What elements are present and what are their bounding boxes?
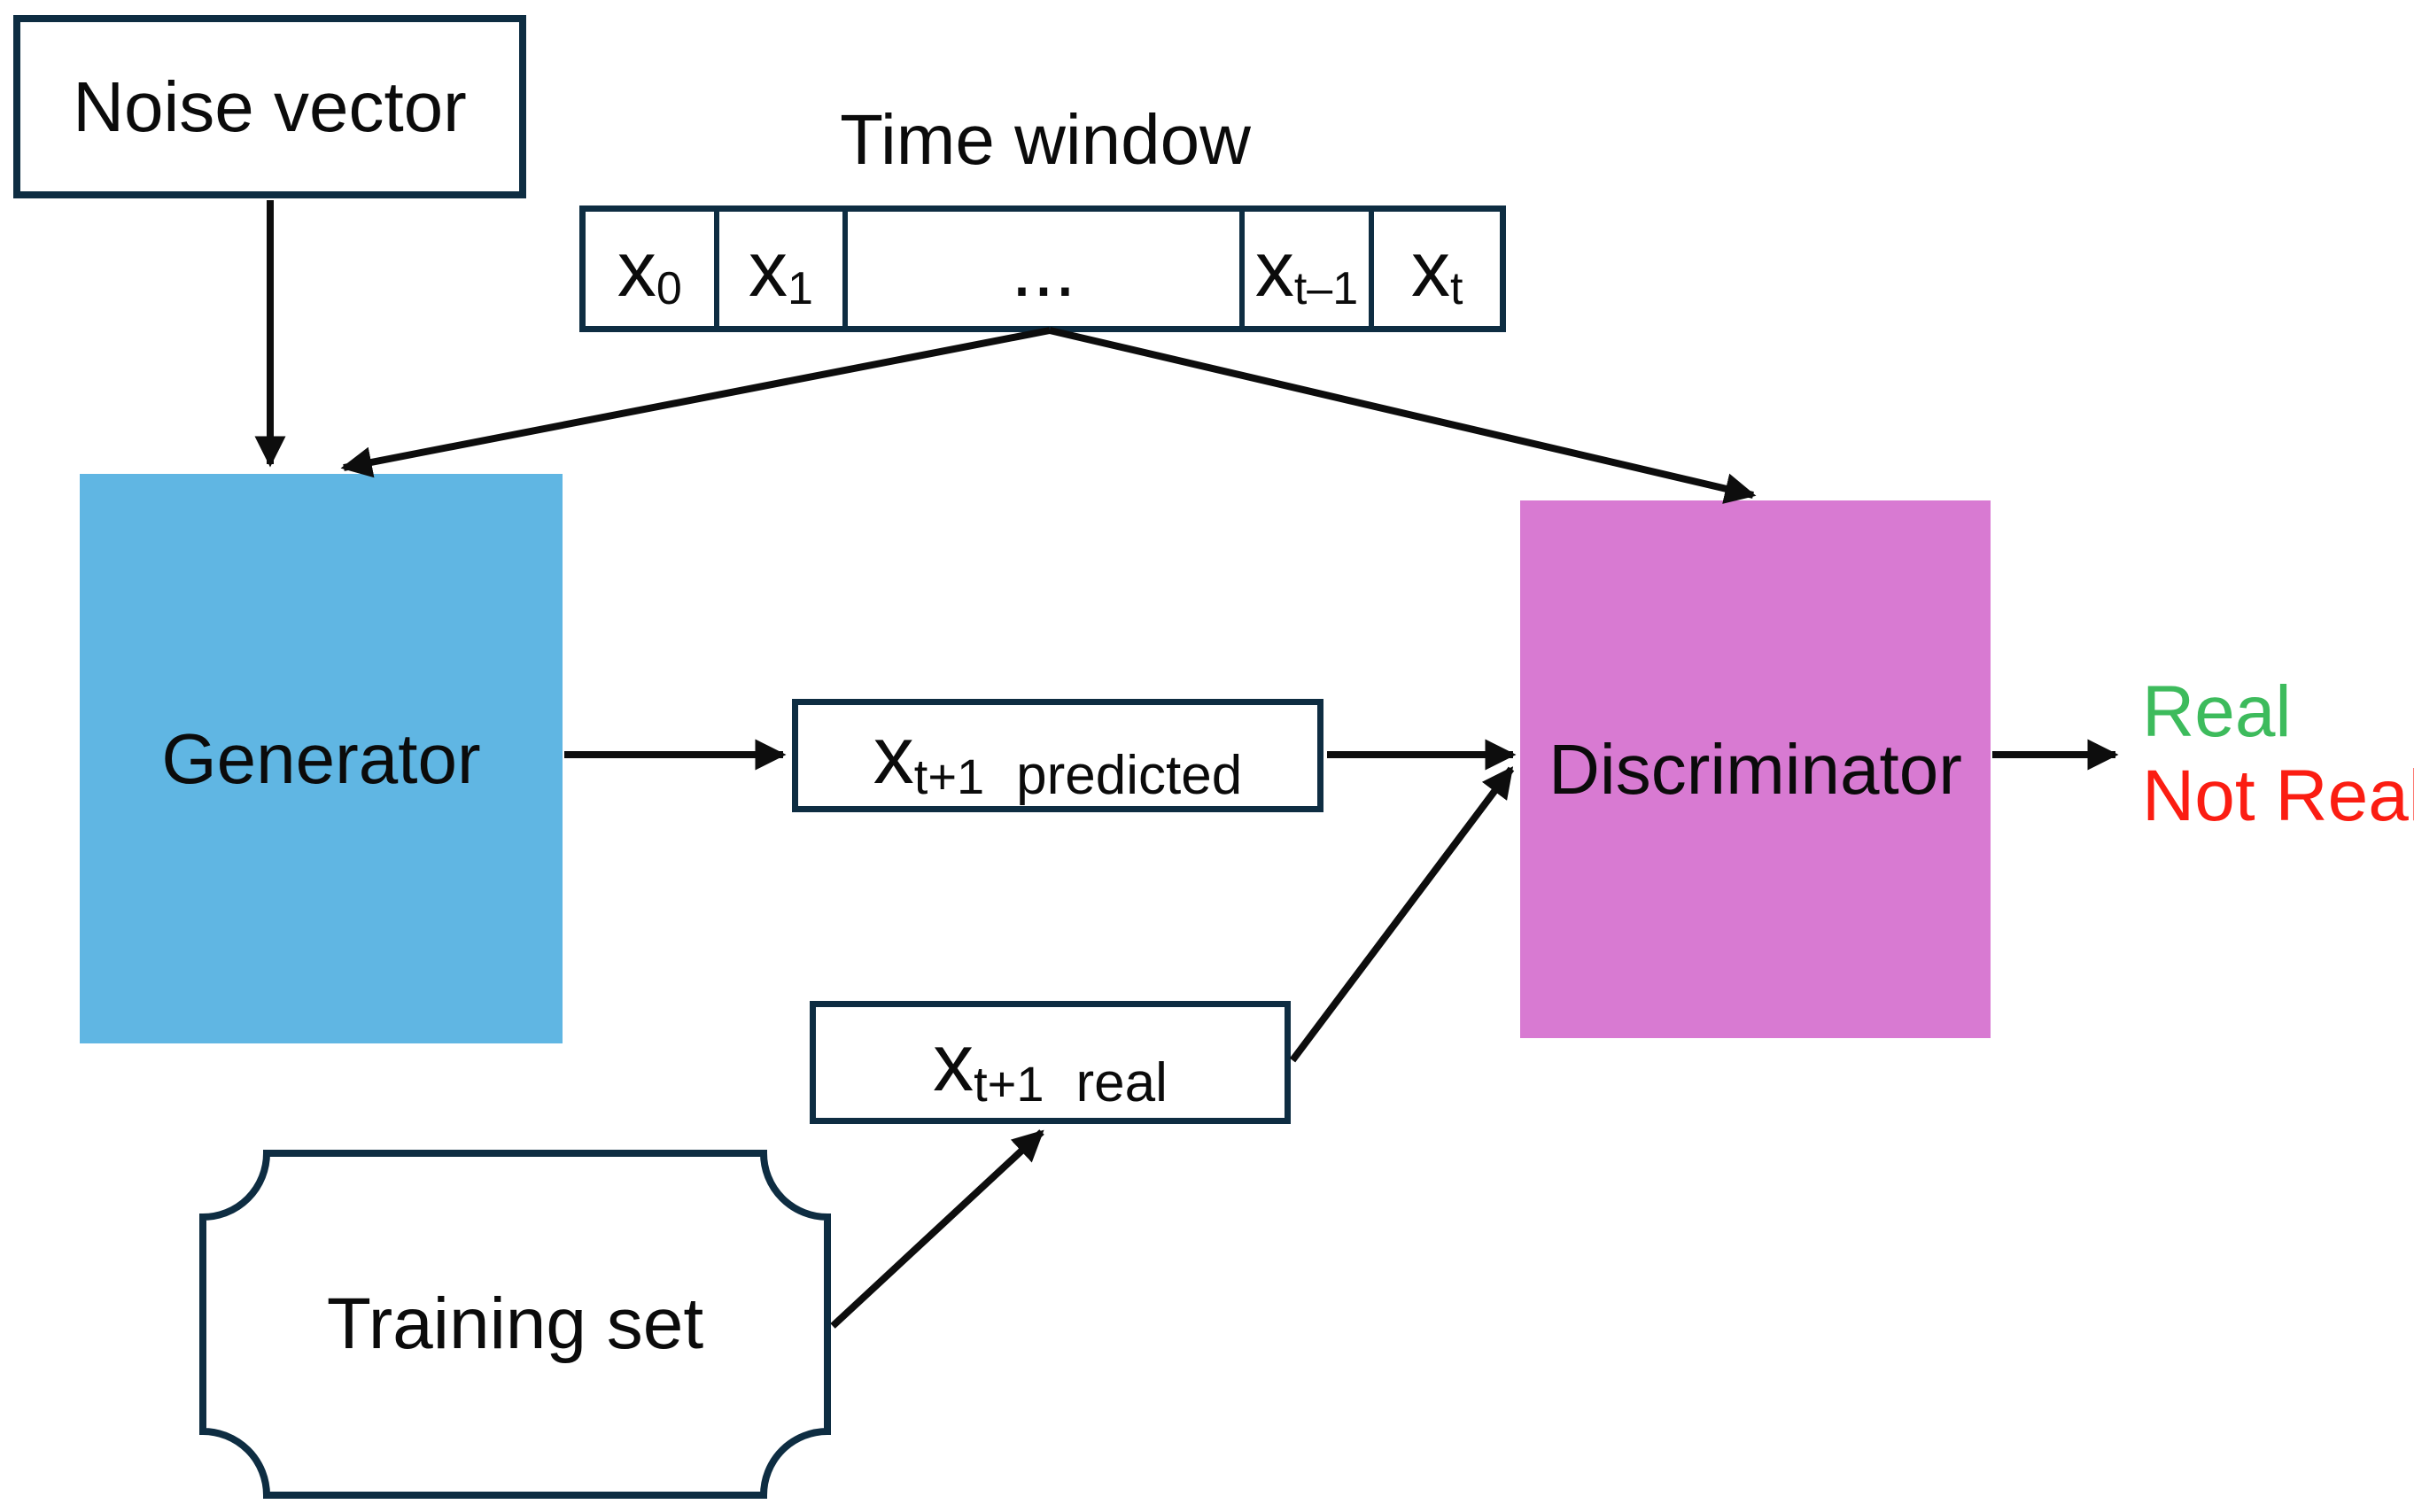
predicted-main: x xyxy=(873,710,914,801)
cell-x1-sub: 1 xyxy=(787,262,813,314)
output-real-label: Real xyxy=(2142,671,2292,752)
predicted-word: predicted xyxy=(1016,745,1243,806)
arrow-timewindow-to-generator xyxy=(340,327,1051,478)
generator-box: Generator xyxy=(80,474,563,1043)
discriminator-box: Discriminator xyxy=(1520,500,1991,1038)
cell-x1-main: x xyxy=(748,224,788,313)
cell-x0-main: x xyxy=(617,224,656,313)
time-window-title: Time window xyxy=(840,100,1251,179)
output-labels: Real Not Real xyxy=(2142,670,2414,838)
training-set-plaque-outline xyxy=(199,1150,831,1499)
training-set-plaque-svg xyxy=(199,1150,831,1499)
noise-vector-label: Noise vector xyxy=(73,66,467,146)
training-set-label: Training set xyxy=(326,1283,704,1364)
discriminator-label: Discriminator xyxy=(1549,729,1962,809)
output-not-real-label: Not Real xyxy=(2142,756,2414,837)
real-word: real xyxy=(1075,1051,1168,1113)
cell-x0-sub: 0 xyxy=(656,262,682,314)
generator-label: Generator xyxy=(161,718,481,798)
cell-xt-sub: t xyxy=(1449,262,1463,314)
real-sub: t+1 xyxy=(974,1055,1044,1112)
time-window-cell-ellipsis: ... xyxy=(848,212,1245,326)
cell-xt-main: x xyxy=(1410,224,1450,313)
cell-ellipsis-main: ... xyxy=(1011,224,1076,313)
training-set-shape: Training set xyxy=(199,1150,831,1499)
noise-vector-box: Noise vector xyxy=(13,15,526,198)
arrow-timewindow-to-discriminator xyxy=(1049,327,1757,504)
cell-xt-1-sub: t–1 xyxy=(1293,262,1359,314)
arrow-training-to-real xyxy=(830,1129,1044,1329)
real-main: x xyxy=(933,1017,974,1108)
arrow-real-to-discriminator xyxy=(1289,766,1515,1063)
predicted-sub: t+1 xyxy=(913,748,985,804)
cell-xt-1-main: x xyxy=(1254,224,1294,313)
